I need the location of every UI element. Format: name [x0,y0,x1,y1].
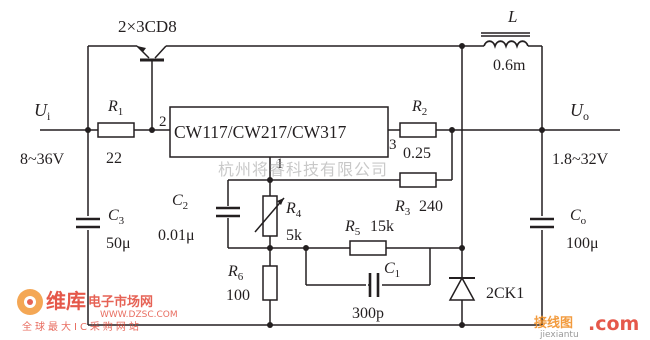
input-voltage-name: Ui [34,100,51,123]
output-voltage-range: 1.8~32V [552,151,609,168]
r5-name: R5 [344,218,361,238]
r4-name: R4 [285,200,302,220]
r1-resistor [97,122,135,138]
corner-cn: 接线图 [534,315,573,331]
transistor-symbol [136,45,167,72]
regulator-pin-in: 2 [159,114,167,130]
co-capacitor [528,216,556,230]
junction-dots [85,43,545,328]
r6-name: R6 [227,263,244,283]
corner-domain: jiexiantu [539,330,579,340]
r5-resistor [349,240,387,256]
c2-name: C2 [172,192,188,212]
diode-symbol [448,276,476,301]
r3-name: R3 [394,198,411,218]
center-watermark: 杭州将睿科技有限公司 [218,160,388,179]
r4-potentiometer [254,195,285,237]
c3-name: C3 [108,207,125,227]
wires [40,45,620,326]
diode-label: 2CK1 [486,285,524,302]
corner-com: .com [588,313,639,335]
output-voltage-name: Uo [570,100,589,123]
regulator-pin-adj: 1 [276,156,284,172]
r6-value: 100 [226,287,250,304]
c2-value: 0.01μ [158,227,195,244]
inductor-name: L [507,7,517,26]
dzsc-logo-icon [17,289,43,315]
input-voltage-range: 8~36V [20,151,65,168]
inductor-symbol [480,32,530,49]
c1-capacitor [366,272,382,298]
logo-tagline: 电子市场网 [88,294,153,310]
dzsc-logo-watermark: 维库 电子市场网 WWW.DZSC.COM 全球最大IC采购网站 [17,289,178,333]
co-name: Co [570,207,587,227]
c3-value: 50μ [106,235,131,252]
r5-value: 15k [370,218,394,235]
r2-resistor [399,122,437,138]
regulator-label: CW117/CW217/CW317 [174,122,347,142]
r2-value: 0.25 [403,145,431,162]
r4-value: 5k [286,227,302,244]
regulator-box [169,106,389,158]
transistor-label: 2×3CD8 [118,17,177,36]
co-value: 100μ [566,235,599,252]
regulator-pin-out: 3 [389,137,397,153]
logo-url: WWW.DZSC.COM [100,310,178,320]
inductor-value: 0.6m [493,57,526,74]
c1-name: C1 [384,260,400,280]
r6-resistor [262,265,278,301]
logo-slogan: 全球最大IC采购网站 [22,320,142,333]
c2-capacitor [214,206,242,218]
r3-resistor [399,172,437,188]
logo-brand: 维库 [46,289,86,313]
r1-value: 22 [106,150,122,167]
c3-capacitor [74,216,102,230]
r1-name: R1 [107,98,123,118]
r3-value: 240 [419,198,443,215]
jiexiantu-watermark: 接线图 jiexiantu .com [534,313,639,340]
r2-name: R2 [411,98,427,118]
c1-value: 300p [352,305,384,322]
